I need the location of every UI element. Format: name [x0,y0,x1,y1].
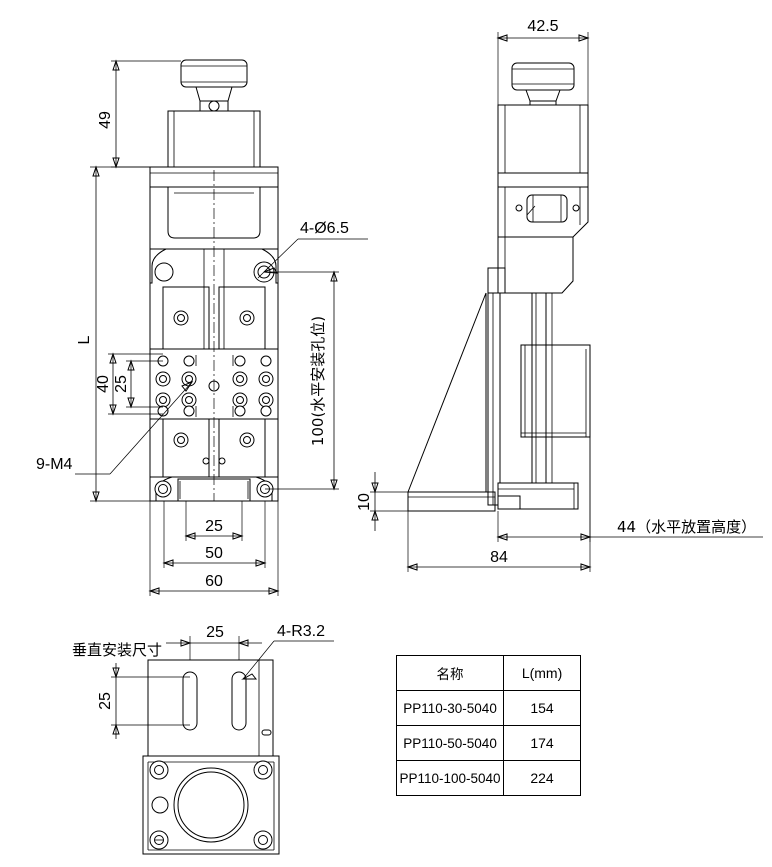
front-view: 49 L 40 25 [36,59,368,596]
bottom-view-slot-plate [147,659,274,757]
dim-side-base-thickness: 10 [356,472,408,531]
dim-84-label: 84 [490,549,508,566]
dim-bottom-slot-span-25: 25 [166,624,262,660]
dim-front-total-length: L [76,165,150,503]
front-view-knob [180,59,248,112]
spec-table-header-length: L(mm) [503,655,581,691]
dim-bottom-25-vertical-label: 25 [97,692,114,710]
side-view-rail-column [487,292,553,506]
dim-front-top-height: 49 [97,59,181,169]
spec-name-cell: PP110-50-5040 [395,725,505,761]
spec-table-header-name: 名称 [395,655,505,691]
spec-name-cell: PP110-30-5040 [395,690,505,726]
dim-40-label: 40 [95,375,112,393]
side-view-lower-housing [487,236,574,294]
dim-44-note-label: 44（水平放置高度） [617,518,756,536]
table-row: PP110-30-5040 154 [395,690,581,726]
callout-9-M4: 9-M4 [36,380,194,475]
spec-table-header-row: 名称 L(mm) [395,655,581,691]
spec-length-cell: 174 [503,725,581,761]
bottom-mount-note-label: 垂直安装尺寸 [72,641,162,659]
dim-42-5-label: 42.5 [527,18,558,35]
callout-9-M4-label: 9-M4 [36,456,73,473]
dim-25-vertical-label: 25 [113,375,130,393]
dim-side-top-width: 42.5 [496,18,590,108]
dim-side-depth-84: 84 [406,437,592,572]
dim-bottom-slot-height-25: 25 [97,663,190,739]
dim-50-label: 50 [205,545,223,562]
dim-front-width-25: 25 [184,501,244,541]
side-view-knob [511,62,575,107]
side-view-motor-body [497,104,589,188]
dim-L-label: L [76,335,93,344]
side-view-carriage-block [520,344,591,438]
dim-front-width-60: 60 [148,501,280,596]
dim-front-hole-span-40: 40 [95,352,163,416]
dim-60-label: 60 [205,573,223,590]
side-view-coupling-housing [497,186,589,238]
dim-front-width-50: 50 [162,501,267,568]
dim-front-mount-hole-note: 100(水平安装孔位) [264,270,339,491]
dim-front-hole-span-25: 25 [113,359,163,409]
spec-name-cell: PP110-100-5040 [395,760,505,796]
spec-table: 名称 L(mm) PP110-30-5040 154 PP110-50-5040… [395,655,581,796]
callout-4-R3-2-label: 4-R3.2 [277,623,325,640]
bottom-view: 25 25 4-R3.2 垂直安装尺寸 [72,623,334,855]
table-row: PP110-50-5040 174 [395,725,581,761]
dim-bottom-25-horizontal-label: 25 [206,624,224,641]
dim-49-label: 49 [97,111,114,129]
side-view: 42.5 10 44（水平放置高度） 84 [356,18,763,572]
side-view-base [407,292,579,512]
callout-4-dia-6-5-label: 4-Ø6.5 [300,220,349,237]
spec-length-cell: 224 [503,760,581,796]
front-view-motor-body [167,110,261,168]
bottom-view-motor-face [142,755,280,855]
callout-4-dia-6-5: 4-Ø6.5 [263,220,368,274]
dim-100-note-label: 100(水平安装孔位) [309,316,327,446]
callout-4-R3-2: 4-R3.2 [241,623,334,680]
dim-10-label: 10 [356,493,373,511]
spec-length-cell: 154 [503,690,581,726]
dim-25-horizontal-label: 25 [205,518,223,535]
table-row: PP110-100-5040 224 [395,760,581,796]
